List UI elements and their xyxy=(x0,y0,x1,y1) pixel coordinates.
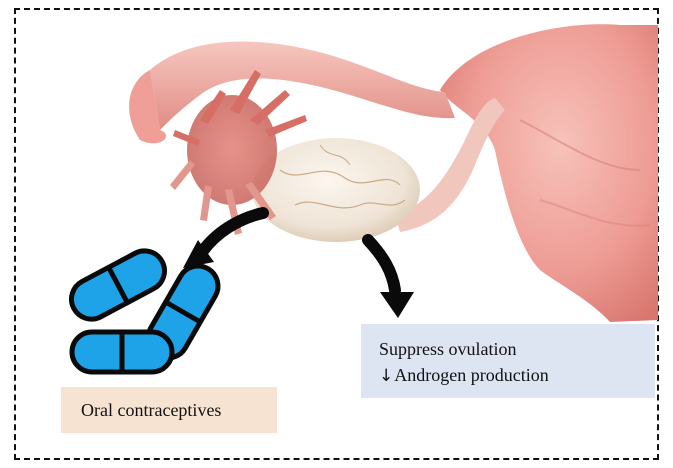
oral-contraceptives-label: Oral contraceptives xyxy=(61,387,277,433)
oral-contraceptives-text: Oral contraceptives xyxy=(81,400,221,420)
fallopian-tube xyxy=(129,41,455,143)
capsule-pill-icon xyxy=(72,332,172,372)
effects-label: Suppress ovulation ↓Androgen production xyxy=(361,324,655,398)
uterus xyxy=(440,24,658,322)
androgen-production-line: ↓Androgen production xyxy=(379,362,655,389)
ovary xyxy=(252,138,420,242)
curved-arrow-icon xyxy=(183,213,263,268)
suppress-ovulation-text: Suppress ovulation xyxy=(379,336,655,362)
capsule-pill-icon xyxy=(64,244,171,326)
down-arrow-icon: ↓ xyxy=(379,366,393,386)
androgen-production-text: Androgen production xyxy=(394,365,548,385)
curved-arrow-icon xyxy=(368,240,414,318)
